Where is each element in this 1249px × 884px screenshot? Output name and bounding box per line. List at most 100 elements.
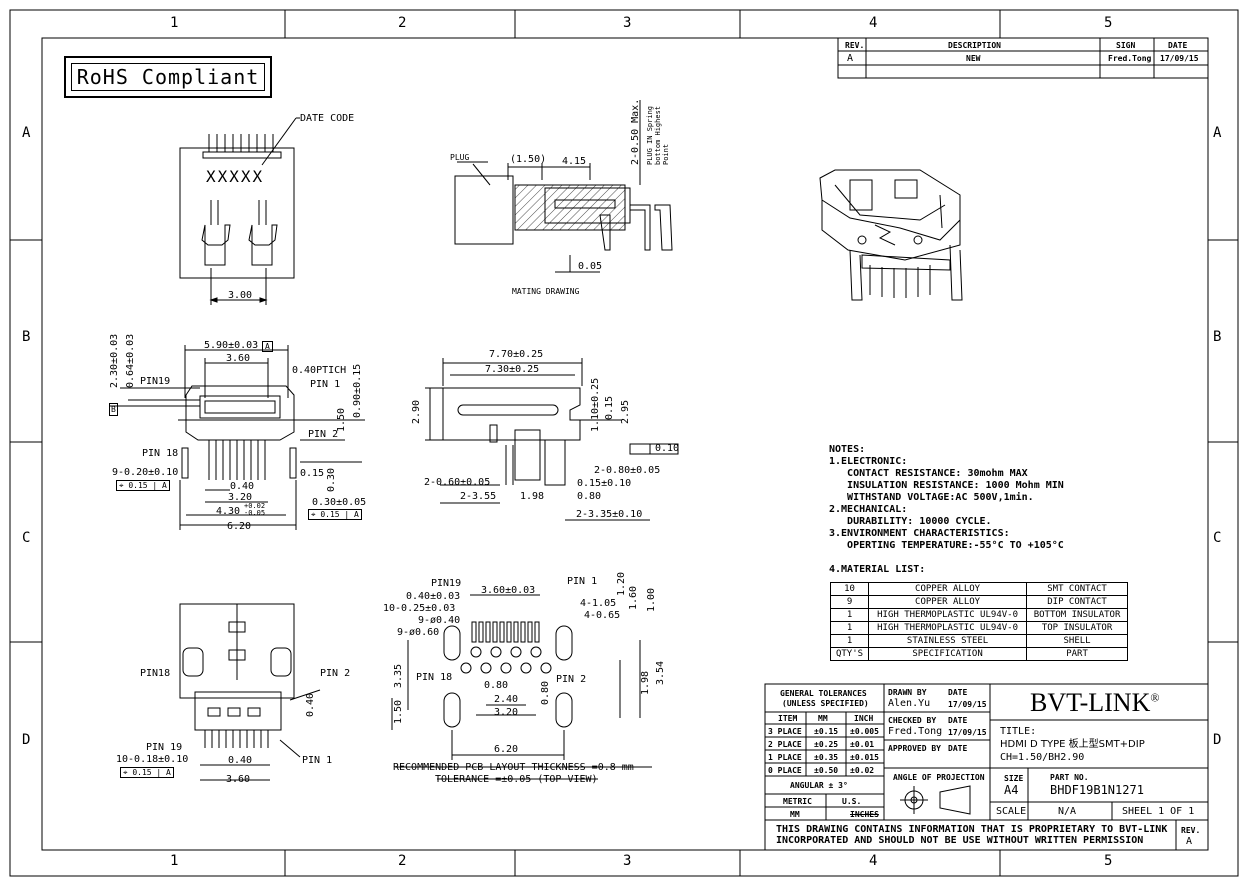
pcb-dim-240: 2.40 — [494, 694, 519, 705]
material-part: TOP INSULATOR — [1026, 621, 1128, 635]
material-part: PART — [1026, 647, 1128, 661]
note-line-2: CONTACT RESISTANCE: 30mohm MAX — [829, 468, 1028, 479]
proprietary-line-2: INCORPORATED AND SHOULD NOT BE USE WITHO… — [776, 835, 1144, 846]
scale-label: SCALE — [996, 806, 1027, 817]
front-dim-9-020: 9-0.20±0.10 — [112, 467, 179, 478]
tol-row-label: 2 PLACE — [768, 740, 802, 749]
mating-drawing — [454, 100, 673, 273]
tol-row-label: 3 PLACE — [768, 727, 802, 736]
top-view-width-dim: 3.00 — [228, 290, 253, 301]
bottom-fcf-value: 0.15 — [132, 768, 152, 777]
zone-row-b-right: B — [1213, 329, 1222, 345]
front-fcf-1: ⌖ 0.15 | A — [116, 480, 170, 491]
tol-row-inch: ±0.01 — [850, 740, 875, 749]
pcb-pin19: PIN19 — [431, 578, 462, 589]
registered-mark: ® — [1150, 690, 1160, 705]
material-spec: HIGH THERMOPLASTIC UL94V-0 — [868, 608, 1028, 622]
tol-mm-header: MM — [818, 714, 828, 723]
pcb-dim-080v: 0.80 — [540, 680, 551, 705]
side-dim-295: 2.95 — [620, 399, 631, 424]
bottom-dim-360: 3.60 — [226, 774, 251, 785]
checked-date: 17/09/15 — [948, 728, 987, 737]
zone-row-b: B — [22, 329, 31, 345]
material-spec: STAINLESS STEEL — [868, 634, 1028, 648]
tol-item-header: ITEM — [778, 714, 798, 723]
pcb-dim-360: 3.60±0.03 — [481, 585, 536, 596]
side-flatness: 0.10 — [655, 443, 680, 454]
front-datum-b: B — [109, 403, 118, 416]
rohs-label: RoHS Compliant — [71, 63, 265, 91]
note-line-1: 1.ELECTRONIC: — [829, 456, 908, 467]
mating-dim-150: (1.50) — [510, 154, 547, 165]
title-label: TITLE: — [1000, 726, 1037, 737]
bottom-fcf: ⌖ 0.15 | A — [120, 767, 174, 778]
front-fcf-1-value: 0.15 — [128, 481, 148, 490]
plug-label: PLUG — [450, 153, 470, 162]
front-fcf-2-datum: A — [354, 510, 359, 519]
mating-dim-415: 4.15 — [562, 156, 587, 167]
proprietary-line-1: THIS DRAWING CONTAINS INFORMATION THAT I… — [776, 824, 1168, 835]
notes-block: NOTES: 1.ELECTRONIC: CONTACT RESISTANCE:… — [829, 444, 1064, 576]
sign-header: SIGN — [1116, 41, 1136, 50]
notes-title: NOTES: — [829, 444, 866, 455]
scale-value: N/A — [1058, 806, 1077, 817]
material-qty: 10 — [829, 582, 870, 596]
material-part: BOTTOM INSULATOR — [1026, 608, 1128, 622]
zone-row-d: D — [22, 732, 31, 748]
front-pin2: PIN 2 — [308, 429, 339, 440]
front-dim-150: 1.50 — [336, 407, 347, 432]
pcb-dim-150: 1.50 — [393, 699, 404, 724]
pcb-dim-9-040: 9-ø0.40 — [418, 615, 461, 626]
mating-dim-005: 0.05 — [578, 261, 603, 272]
date-header: DATE — [1168, 41, 1188, 50]
company-name: BVT-LINK — [1030, 688, 1151, 717]
note-line-6: DURABILITY: 10000 CYCLE. — [829, 516, 992, 527]
front-dim-040: 0.40 — [230, 481, 255, 492]
material-spec: HIGH THERMOPLASTIC UL94V-0 — [868, 621, 1028, 635]
side-dim-2-060: 2-0.60±0.05 — [424, 477, 491, 488]
pcb-dim-335: 3.35 — [393, 663, 404, 688]
tol-row-label: 1 PLACE — [768, 753, 802, 762]
material-qty: QTY'S — [829, 647, 870, 661]
front-dim-620: 6.20 — [227, 521, 252, 532]
zone-col-4-bottom: 4 — [869, 853, 878, 869]
zone-col-1: 1 — [170, 15, 179, 31]
pcb-caption-1: RECOMMENDED PCB LAYOUT THICKNESS =0.8 mm — [393, 762, 634, 773]
side-dim-2-335: 2-3.35±0.10 — [576, 509, 643, 520]
approved-date-label: DATE — [948, 744, 968, 753]
bottom-fcf-datum: A — [166, 768, 171, 777]
part-no-label: PART NO. — [1050, 773, 1089, 782]
zone-ticks — [10, 10, 1238, 876]
top-view-drawing — [179, 117, 300, 305]
side-dim-015: 0.15 — [604, 395, 615, 420]
material-qty: 1 — [829, 621, 870, 635]
pcb-layout-drawing — [391, 594, 652, 780]
front-dim-430-minus: -0.05 — [244, 509, 266, 517]
drawn-by-label: DRAWN BY — [888, 688, 927, 697]
tol-row-inch: ±0.005 — [850, 727, 879, 736]
material-qty: 9 — [829, 595, 870, 609]
note-line-4: WITHSTAND VOLTAGE:AC 500V,1min. — [829, 492, 1034, 503]
front-dim-030-005: 0.30±0.05 — [312, 497, 367, 508]
side-view-drawing — [425, 358, 679, 521]
date-code-label: DATE CODE — [300, 113, 355, 124]
bottom-pin1: PIN 1 — [302, 755, 333, 766]
title-line-1: HDMI D TYPE 板上型SMT+DIP — [1000, 739, 1145, 750]
front-pin18: PIN 18 — [142, 448, 179, 459]
pcb-dim-080: 0.80 — [484, 680, 509, 691]
note-line-8: OPERTING TEMPERATURE:-55°C TO +105°C — [829, 540, 1064, 551]
material-spec: SPECIFICATION — [868, 647, 1028, 661]
metric-label: METRIC — [783, 797, 812, 806]
pcb-dim-320: 3.20 — [494, 707, 519, 718]
front-fcf-2-value: 0.15 — [320, 510, 340, 519]
tol-row-inch: ±0.02 — [850, 766, 875, 775]
material-list-title: 4.MATERIAL LIST: — [829, 564, 926, 575]
side-dim-2-355: 2-3.55 — [460, 491, 497, 502]
bottom-pin19: PIN 19 — [146, 742, 183, 753]
drawn-date: 17/09/15 — [948, 700, 987, 709]
pcb-caption-2: TOLERANCE =±0.05 (TOP VIEW) — [435, 774, 598, 785]
pcb-dim-620: 6.20 — [494, 744, 519, 755]
tol-row-label: 0 PLACE — [768, 766, 802, 775]
